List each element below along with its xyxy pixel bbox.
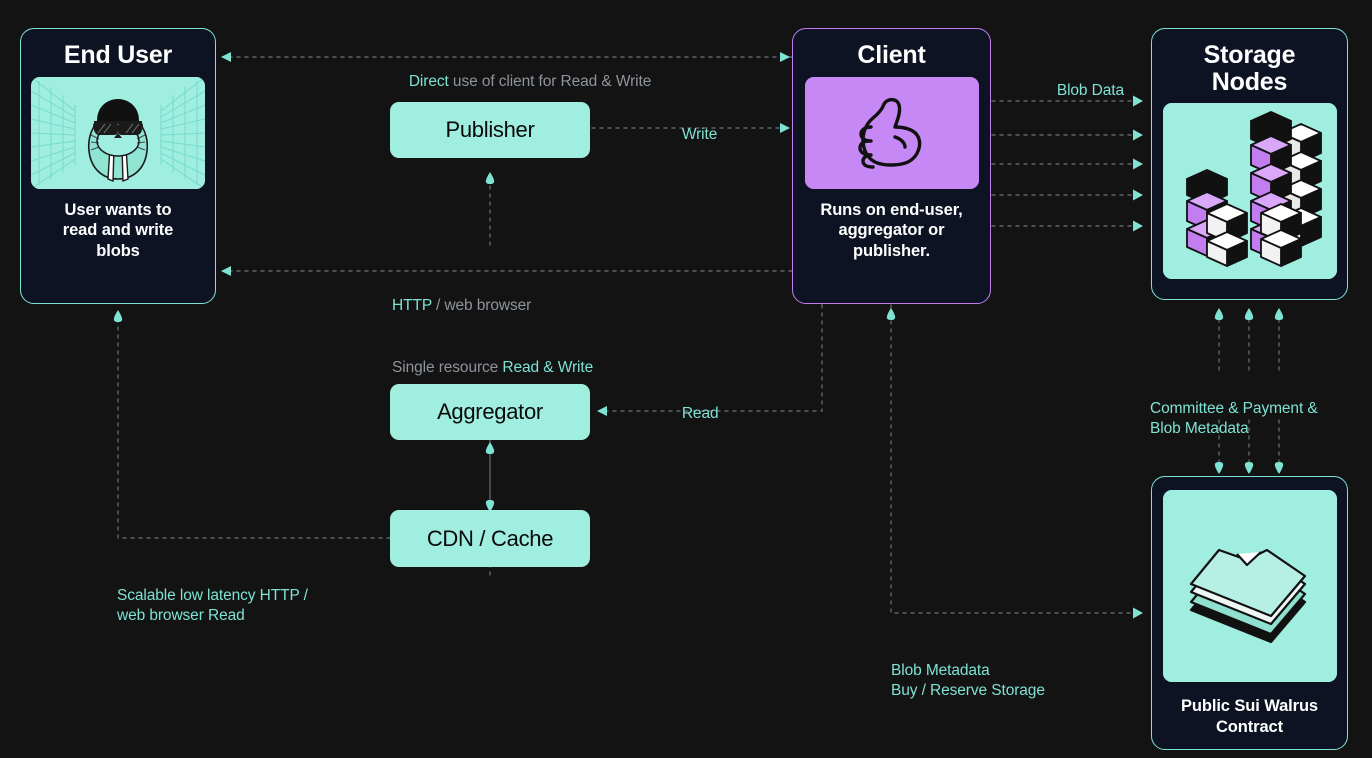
client-art [804,76,979,189]
label-scalable-low-latency: Scalable low latency HTTP / web browser … [117,565,308,627]
storage-nodes-art [1162,103,1337,279]
label-direct-highlight: Direct [408,72,449,90]
client-title: Client [857,41,926,69]
label-scalable-text: Scalable low latency HTTP / web browser … [117,586,308,625]
contract-art [1162,490,1337,682]
storage-nodes-title: Storage Nodes [1203,41,1296,96]
thumbs-up-icon [804,76,979,189]
label-single-resource: Single resource [392,359,503,377]
end-user-title: End User [63,41,173,69]
contract-caption: Public Sui Walrus Contract [1180,697,1319,736]
publisher-label: Publisher [445,117,535,142]
client-caption: Runs on end-user, aggregator or publishe… [820,200,963,260]
node-cdn-cache[interactable]: CDN / Cache [390,510,590,567]
label-blob-data-text: Blob Data [1056,81,1124,99]
card-client[interactable]: Client Runs on end-user, aggregator or p… [792,28,991,304]
card-public-sui-walrus-contract[interactable]: Public Sui Walrus Contract [1151,476,1348,750]
card-storage-nodes[interactable]: Storage Nodes [1151,28,1348,300]
end-user-caption: User wants to read and write blobs [62,200,174,260]
cube-stacks-icon [1162,103,1337,279]
label-http-line1: HTTP / web browser [392,296,593,317]
label-blob-metadata-text: Blob Metadata Buy / Reserve Storage [891,661,1045,700]
label-committee-text: Committee & Payment & Blob Metadata [1150,399,1318,438]
label-read: Read [665,383,719,445]
walrus-avatar-icon [31,76,205,189]
label-read-write-highlight: Read & Write [502,359,594,377]
node-aggregator[interactable]: Aggregator [390,384,590,440]
label-committee-payment: Committee & Payment & Blob Metadata [1150,378,1318,440]
document-stack-icon [1162,490,1337,682]
end-user-art [31,76,205,189]
label-http-line2: Single resource Read & Write [392,358,593,379]
card-end-user[interactable]: End User [20,28,216,304]
label-read-text: Read [681,404,719,422]
node-publisher[interactable]: Publisher [390,102,590,158]
label-http-rest: / web browser [431,297,532,315]
label-blob-metadata-buy: Blob Metadata Buy / Reserve Storage [891,640,1045,702]
label-write-text: Write [681,125,718,143]
aggregator-label: Aggregator [437,399,543,424]
label-http-web-browser: HTTP / web browser Single resource Read … [392,255,593,420]
label-http-highlight: HTTP [392,297,432,315]
label-direct-rest: use of client for Read & Write [448,72,652,90]
label-blob-data: Blob Data [1040,60,1124,122]
label-write: Write [665,104,717,166]
cdn-cache-label: CDN / Cache [426,525,554,551]
label-direct-use: Direct use of client for Read & Write [392,51,652,113]
